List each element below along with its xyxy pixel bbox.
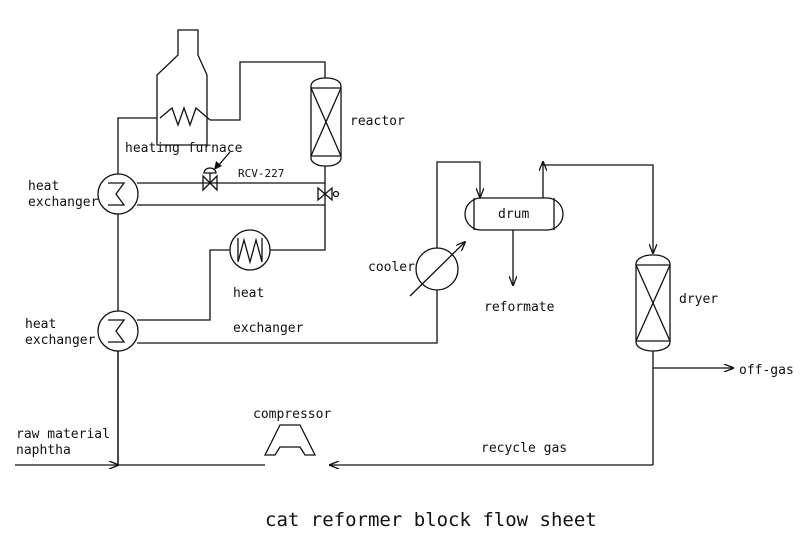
recycle-gas-label: recycle gas xyxy=(481,441,567,456)
valve-tag: RCV-227 xyxy=(238,167,284,180)
heat-exchanger-3 xyxy=(97,310,139,352)
heat-exchanger-3-label-line1: heat xyxy=(25,317,56,332)
dryer-label: dryer xyxy=(679,292,718,307)
heat-exchanger-2 xyxy=(229,229,271,271)
dryer xyxy=(635,254,671,352)
control-valve xyxy=(202,151,231,192)
heat-exchanger-3-label-line2: exchanger xyxy=(25,333,96,348)
cooler xyxy=(409,242,465,297)
diagram-title: cat reformer block flow sheet xyxy=(265,509,597,531)
piping xyxy=(15,61,733,465)
drum-label: drum xyxy=(498,207,529,222)
reactor-label: reactor xyxy=(350,114,405,129)
cooler-label: cooler xyxy=(368,260,415,275)
heating-furnace-label: heating furnace xyxy=(125,141,243,156)
compressor-label: compressor xyxy=(253,407,331,422)
heat-exchanger-2-label-line1: heat xyxy=(233,286,264,301)
heating-furnace xyxy=(156,29,211,146)
reactor xyxy=(310,77,342,167)
heat-exchanger-1-label-line2: exchanger xyxy=(28,195,99,210)
compressor xyxy=(263,424,317,456)
heat-exchanger-2-label-line2: exchanger xyxy=(233,321,304,336)
drum xyxy=(464,197,564,231)
heat-exchanger-1 xyxy=(97,173,139,215)
raw-material-label-line1: raw material xyxy=(16,427,110,442)
reformate-label: reformate xyxy=(484,300,555,315)
check-valve xyxy=(317,186,340,202)
raw-material-label-line2: naphtha xyxy=(16,443,71,458)
off-gas-label: off-gas xyxy=(739,363,794,378)
heat-exchanger-1-label-line1: heat xyxy=(28,179,59,194)
